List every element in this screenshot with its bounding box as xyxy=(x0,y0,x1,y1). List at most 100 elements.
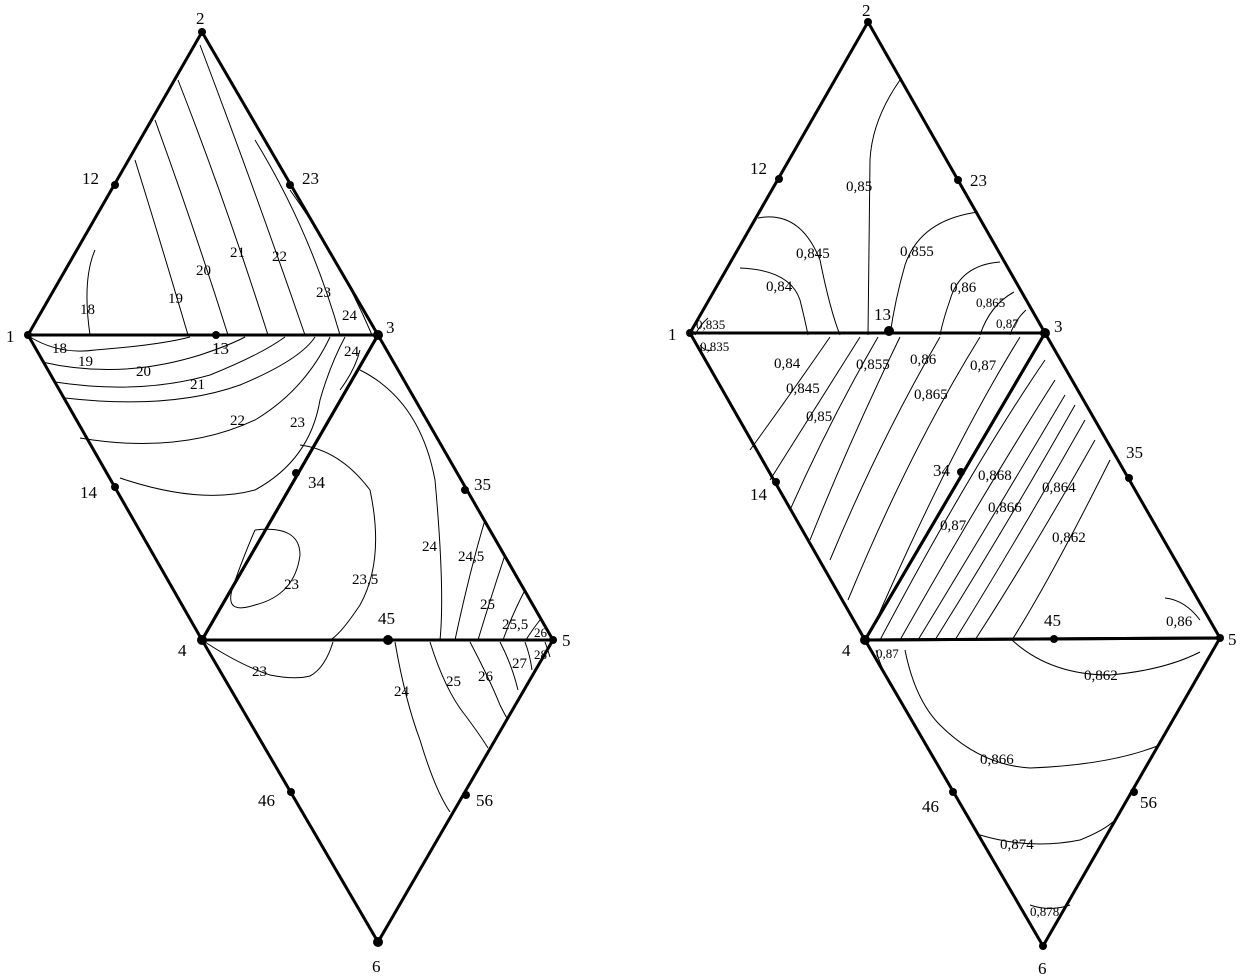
node-45 xyxy=(383,635,393,645)
node-label: 5 xyxy=(562,631,571,650)
node-label: 45 xyxy=(1044,611,1061,630)
node-label: 45 xyxy=(378,609,395,628)
contour-label: 24 xyxy=(342,308,358,324)
node-46 xyxy=(949,788,957,796)
node-5 xyxy=(549,636,557,644)
node-label: 56 xyxy=(1140,793,1157,812)
node-label: 4 xyxy=(178,641,187,660)
node-13 xyxy=(884,326,894,336)
node-13 xyxy=(212,331,220,339)
node-2 xyxy=(198,28,206,36)
contour-label: 0,86 xyxy=(950,280,977,296)
contour-label: 26 xyxy=(534,625,548,640)
contour-label: 18 xyxy=(52,341,67,357)
node-6 xyxy=(373,937,383,947)
contour-label: 21 xyxy=(230,245,245,261)
contour-label: 25 xyxy=(446,674,461,690)
left-isolines xyxy=(29,44,551,813)
node-34 xyxy=(957,468,965,476)
node-label: 35 xyxy=(474,475,491,494)
node-1 xyxy=(686,329,694,337)
node-23 xyxy=(954,176,962,184)
node-label: 6 xyxy=(1038,959,1047,976)
node-3 xyxy=(373,330,383,340)
contour-label: 0,845 xyxy=(786,381,820,397)
contour-label: 19 xyxy=(78,354,93,370)
contour-label: 0,86 xyxy=(1166,614,1193,630)
node-label: 35 xyxy=(1126,443,1143,462)
contour-label: 0,866 xyxy=(980,752,1014,768)
contour-label: 0,874 xyxy=(1000,837,1034,853)
contour-label: 0,85 xyxy=(806,409,832,425)
contour-label: 23 xyxy=(316,285,331,301)
node-label: 23 xyxy=(302,169,319,188)
contour-label: 0,878 xyxy=(1030,904,1059,919)
node-35 xyxy=(1125,474,1133,482)
contour-label: 0,87 xyxy=(996,316,1019,331)
node-56 xyxy=(1130,788,1138,796)
node-label: 46 xyxy=(258,791,275,810)
node-56 xyxy=(462,791,470,799)
contour-label: 28 xyxy=(534,647,547,662)
left-contour-labels: 18 19 20 21 22 23 24 18 19 20 21 22 23 2… xyxy=(52,245,548,700)
contour-label: 0,855 xyxy=(856,357,890,373)
contour-label: 0,84 xyxy=(774,356,801,372)
contour-label: 20 xyxy=(136,364,151,380)
contour-label: 0,865 xyxy=(976,295,1005,310)
contour-label: 0,868 xyxy=(978,468,1012,484)
right-contour-labels: 0,85 0,845 0,855 0,84 0,86 0,865 0,87 0,… xyxy=(696,179,1193,919)
node-14 xyxy=(111,483,119,491)
node-4 xyxy=(860,635,870,645)
contour-label: 19 xyxy=(168,291,183,307)
contour-label: 18 xyxy=(80,302,95,318)
contour-label: 0,85 xyxy=(846,179,872,195)
contour-label: 24 xyxy=(422,539,438,555)
contour-label: 21 xyxy=(190,377,205,393)
contour-label: 25,5 xyxy=(502,617,528,633)
right-diagram: 1 2 3 4 5 6 12 13 14 23 34 35 45 46 56 0… xyxy=(668,1,1237,976)
node-label: 2 xyxy=(862,1,871,20)
node-label: 56 xyxy=(476,791,493,810)
node-label: 46 xyxy=(922,797,939,816)
contour-label: 0,845 xyxy=(796,246,830,262)
contour-label: 27 xyxy=(512,656,528,672)
node-46 xyxy=(287,788,295,796)
node-label: 34 xyxy=(308,473,326,492)
contour-label: 0,87 xyxy=(970,358,997,374)
node-label: 12 xyxy=(82,169,99,188)
left-node-labels: 1 2 3 4 5 6 12 13 14 23 34 35 45 46 56 xyxy=(6,9,571,976)
node-12 xyxy=(775,175,783,183)
contour-label: 23 xyxy=(252,664,267,680)
right-nodes xyxy=(686,18,1224,950)
node-label: 12 xyxy=(750,159,767,178)
contour-label: 24 xyxy=(344,344,360,360)
node-6 xyxy=(1039,942,1047,950)
contour-label: 0,84 xyxy=(766,279,793,295)
node-label: 4 xyxy=(842,641,851,660)
node-label: 34 xyxy=(933,461,951,480)
contour-label: 22 xyxy=(272,249,287,265)
node-label: 13 xyxy=(212,339,229,358)
contour-label: 0,864 xyxy=(1042,480,1076,496)
node-1 xyxy=(24,331,32,339)
contour-label: 25 xyxy=(480,597,495,613)
node-4 xyxy=(197,635,207,645)
contour-label: 20 xyxy=(196,263,211,279)
contour-label: 24,5 xyxy=(458,549,484,565)
contour-label: 0,866 xyxy=(988,500,1022,516)
node-label: 6 xyxy=(372,957,381,976)
contour-label: 23 xyxy=(284,577,299,593)
node-label: 13 xyxy=(874,305,891,324)
node-34 xyxy=(292,469,300,477)
contour-label: 22 xyxy=(230,413,245,429)
node-5 xyxy=(1216,634,1224,642)
contour-label: 23 xyxy=(290,415,305,431)
node-14 xyxy=(772,478,780,486)
contour-label: 0,86 xyxy=(910,352,937,368)
node-label: 3 xyxy=(386,318,395,337)
contour-label: 0,87 xyxy=(940,518,967,534)
node-23 xyxy=(286,181,294,189)
node-label: 2 xyxy=(196,9,205,28)
node-label: 14 xyxy=(750,485,768,504)
